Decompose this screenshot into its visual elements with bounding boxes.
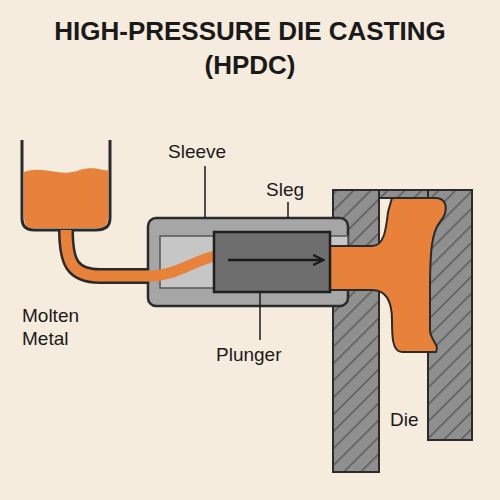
metal-flow (66, 230, 215, 276)
crucible (22, 140, 110, 230)
part-label: Sleeve (168, 140, 226, 163)
leader-line (204, 166, 206, 218)
diagram-title: HIGH-PRESSURE DIE CASTING (HPDC) (20, 14, 480, 82)
part-label: Molten Metal (22, 304, 98, 350)
leader-line (259, 292, 261, 340)
die-plate (379, 190, 428, 198)
molten-metal-pool (24, 168, 108, 228)
motion-arrow (228, 259, 322, 262)
part-label: Die (390, 408, 419, 431)
shot-sleeve (148, 218, 348, 306)
part-label: Plunger (216, 343, 282, 366)
plunger (214, 232, 330, 292)
leader-line (287, 202, 289, 218)
die-cavity-metal (330, 198, 446, 352)
part-label: Sleg (266, 178, 304, 201)
